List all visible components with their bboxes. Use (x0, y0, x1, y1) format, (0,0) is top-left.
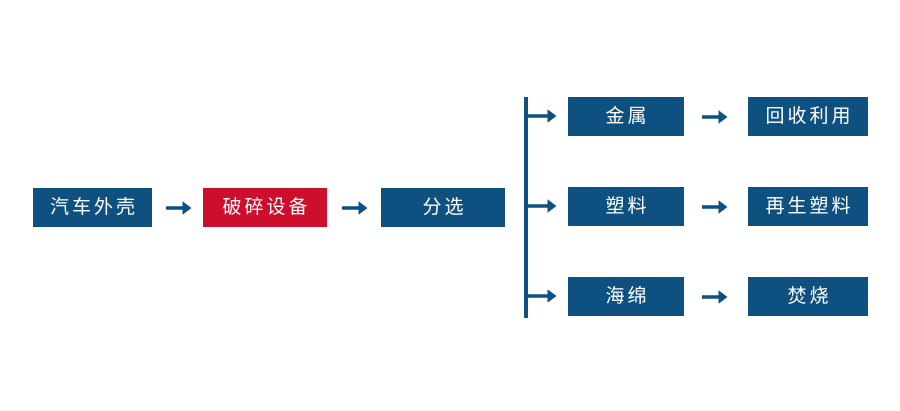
vertical-connector (524, 97, 528, 318)
branch-arrow-metal-icon (527, 106, 557, 126)
branch-arrow-plastic-icon (527, 196, 557, 216)
arrow-plastic-to-recycled-icon (702, 197, 728, 217)
branch-arrow-sponge-icon (527, 286, 557, 306)
node-recycled-plastic[interactable]: 再生塑料 (748, 187, 868, 226)
node-plastic[interactable]: 塑料 (568, 187, 684, 226)
node-sorting[interactable]: 分选 (381, 188, 505, 227)
arrow-sponge-to-incineration-icon (702, 287, 728, 307)
arrow-crusher-to-sorting-icon (342, 198, 368, 218)
node-metal[interactable]: 金属 (568, 97, 684, 136)
node-incineration[interactable]: 焚烧 (748, 277, 868, 316)
arrow-metal-to-recycle-icon (702, 107, 728, 127)
arrow-shell-to-crusher-icon (166, 198, 192, 218)
node-sponge[interactable]: 海绵 (568, 277, 684, 316)
node-crusher[interactable]: 破碎设备 (203, 188, 327, 227)
node-recycle[interactable]: 回收利用 (748, 97, 868, 136)
node-auto-shell[interactable]: 汽车外壳 (33, 188, 152, 227)
